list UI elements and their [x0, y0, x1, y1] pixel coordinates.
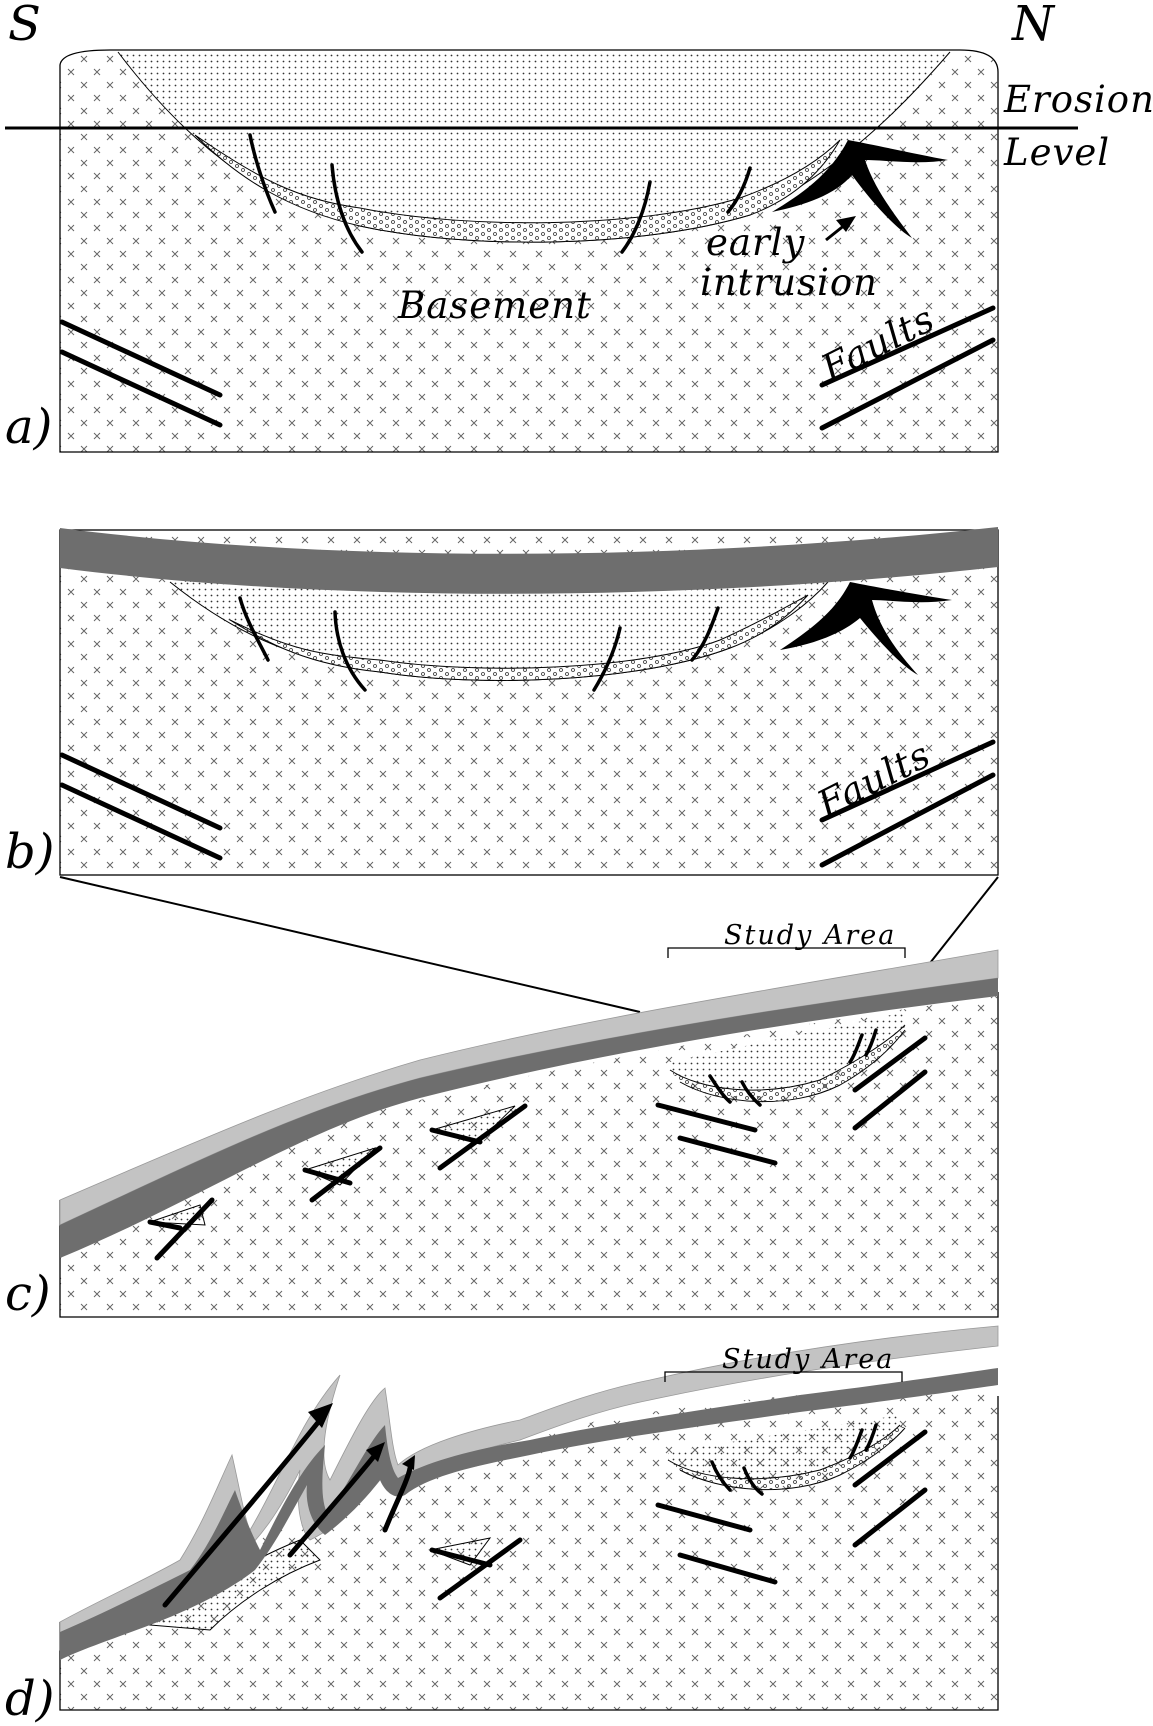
panel-d: Study Area d)	[5, 1325, 999, 1726]
panel-c-study-area-label: Study Area	[724, 920, 896, 951]
panel-a-tag: a)	[5, 399, 52, 455]
panel-a-basin-fault	[330, 163, 364, 254]
panel-d-thrust-2	[287, 1452, 378, 1558]
projection-line-right	[929, 876, 999, 964]
panel-d-tag: d)	[5, 1671, 54, 1726]
panel-c: Study Area c)	[5, 920, 999, 1322]
level-label: Level	[1003, 131, 1110, 174]
panel-a-basin-fault	[248, 133, 277, 214]
south-label: S	[8, 0, 41, 52]
basement-label: Basement	[397, 284, 592, 327]
panel-b-tag: b)	[5, 824, 54, 880]
panel-a-basin-fault	[620, 180, 652, 254]
intrusion-label: intrusion	[700, 261, 878, 304]
projection-line-left	[59, 876, 641, 1013]
panel-b-early-intrusion	[780, 582, 952, 675]
panel-c-cover-dark	[60, 978, 998, 1258]
panel-d-study-area-bracket	[664, 1371, 903, 1382]
panel-d-thrust-3	[382, 1465, 413, 1533]
panel-d-cover-dark	[60, 1368, 998, 1660]
panel-c-study-area-bracket	[667, 947, 906, 958]
panel-d-thrust-1	[162, 1417, 323, 1608]
panel-a-early-intrusion	[772, 140, 948, 238]
panel-a: Erosion Level early intrusion Basement F…	[5, 49, 1153, 455]
panel-a-basin-dots	[118, 52, 950, 243]
panel-a-basin-fault	[726, 166, 752, 214]
panel-a-fault-ne-2	[819, 337, 996, 431]
panel-d-study-area-label: Study Area	[722, 1344, 894, 1375]
north-label: N	[1011, 0, 1056, 52]
panel-a-fault-sw-1	[59, 319, 223, 398]
panel-b-cover-layer	[60, 527, 998, 594]
panel-a-fault-ne-1	[819, 305, 996, 388]
panel-a-fault-sw-2	[59, 349, 223, 428]
early-label: early	[706, 221, 805, 264]
panel-b: Faults b)	[5, 527, 999, 880]
erosion-label: Erosion	[1003, 78, 1153, 121]
panel-c-tag: c)	[5, 1266, 51, 1322]
